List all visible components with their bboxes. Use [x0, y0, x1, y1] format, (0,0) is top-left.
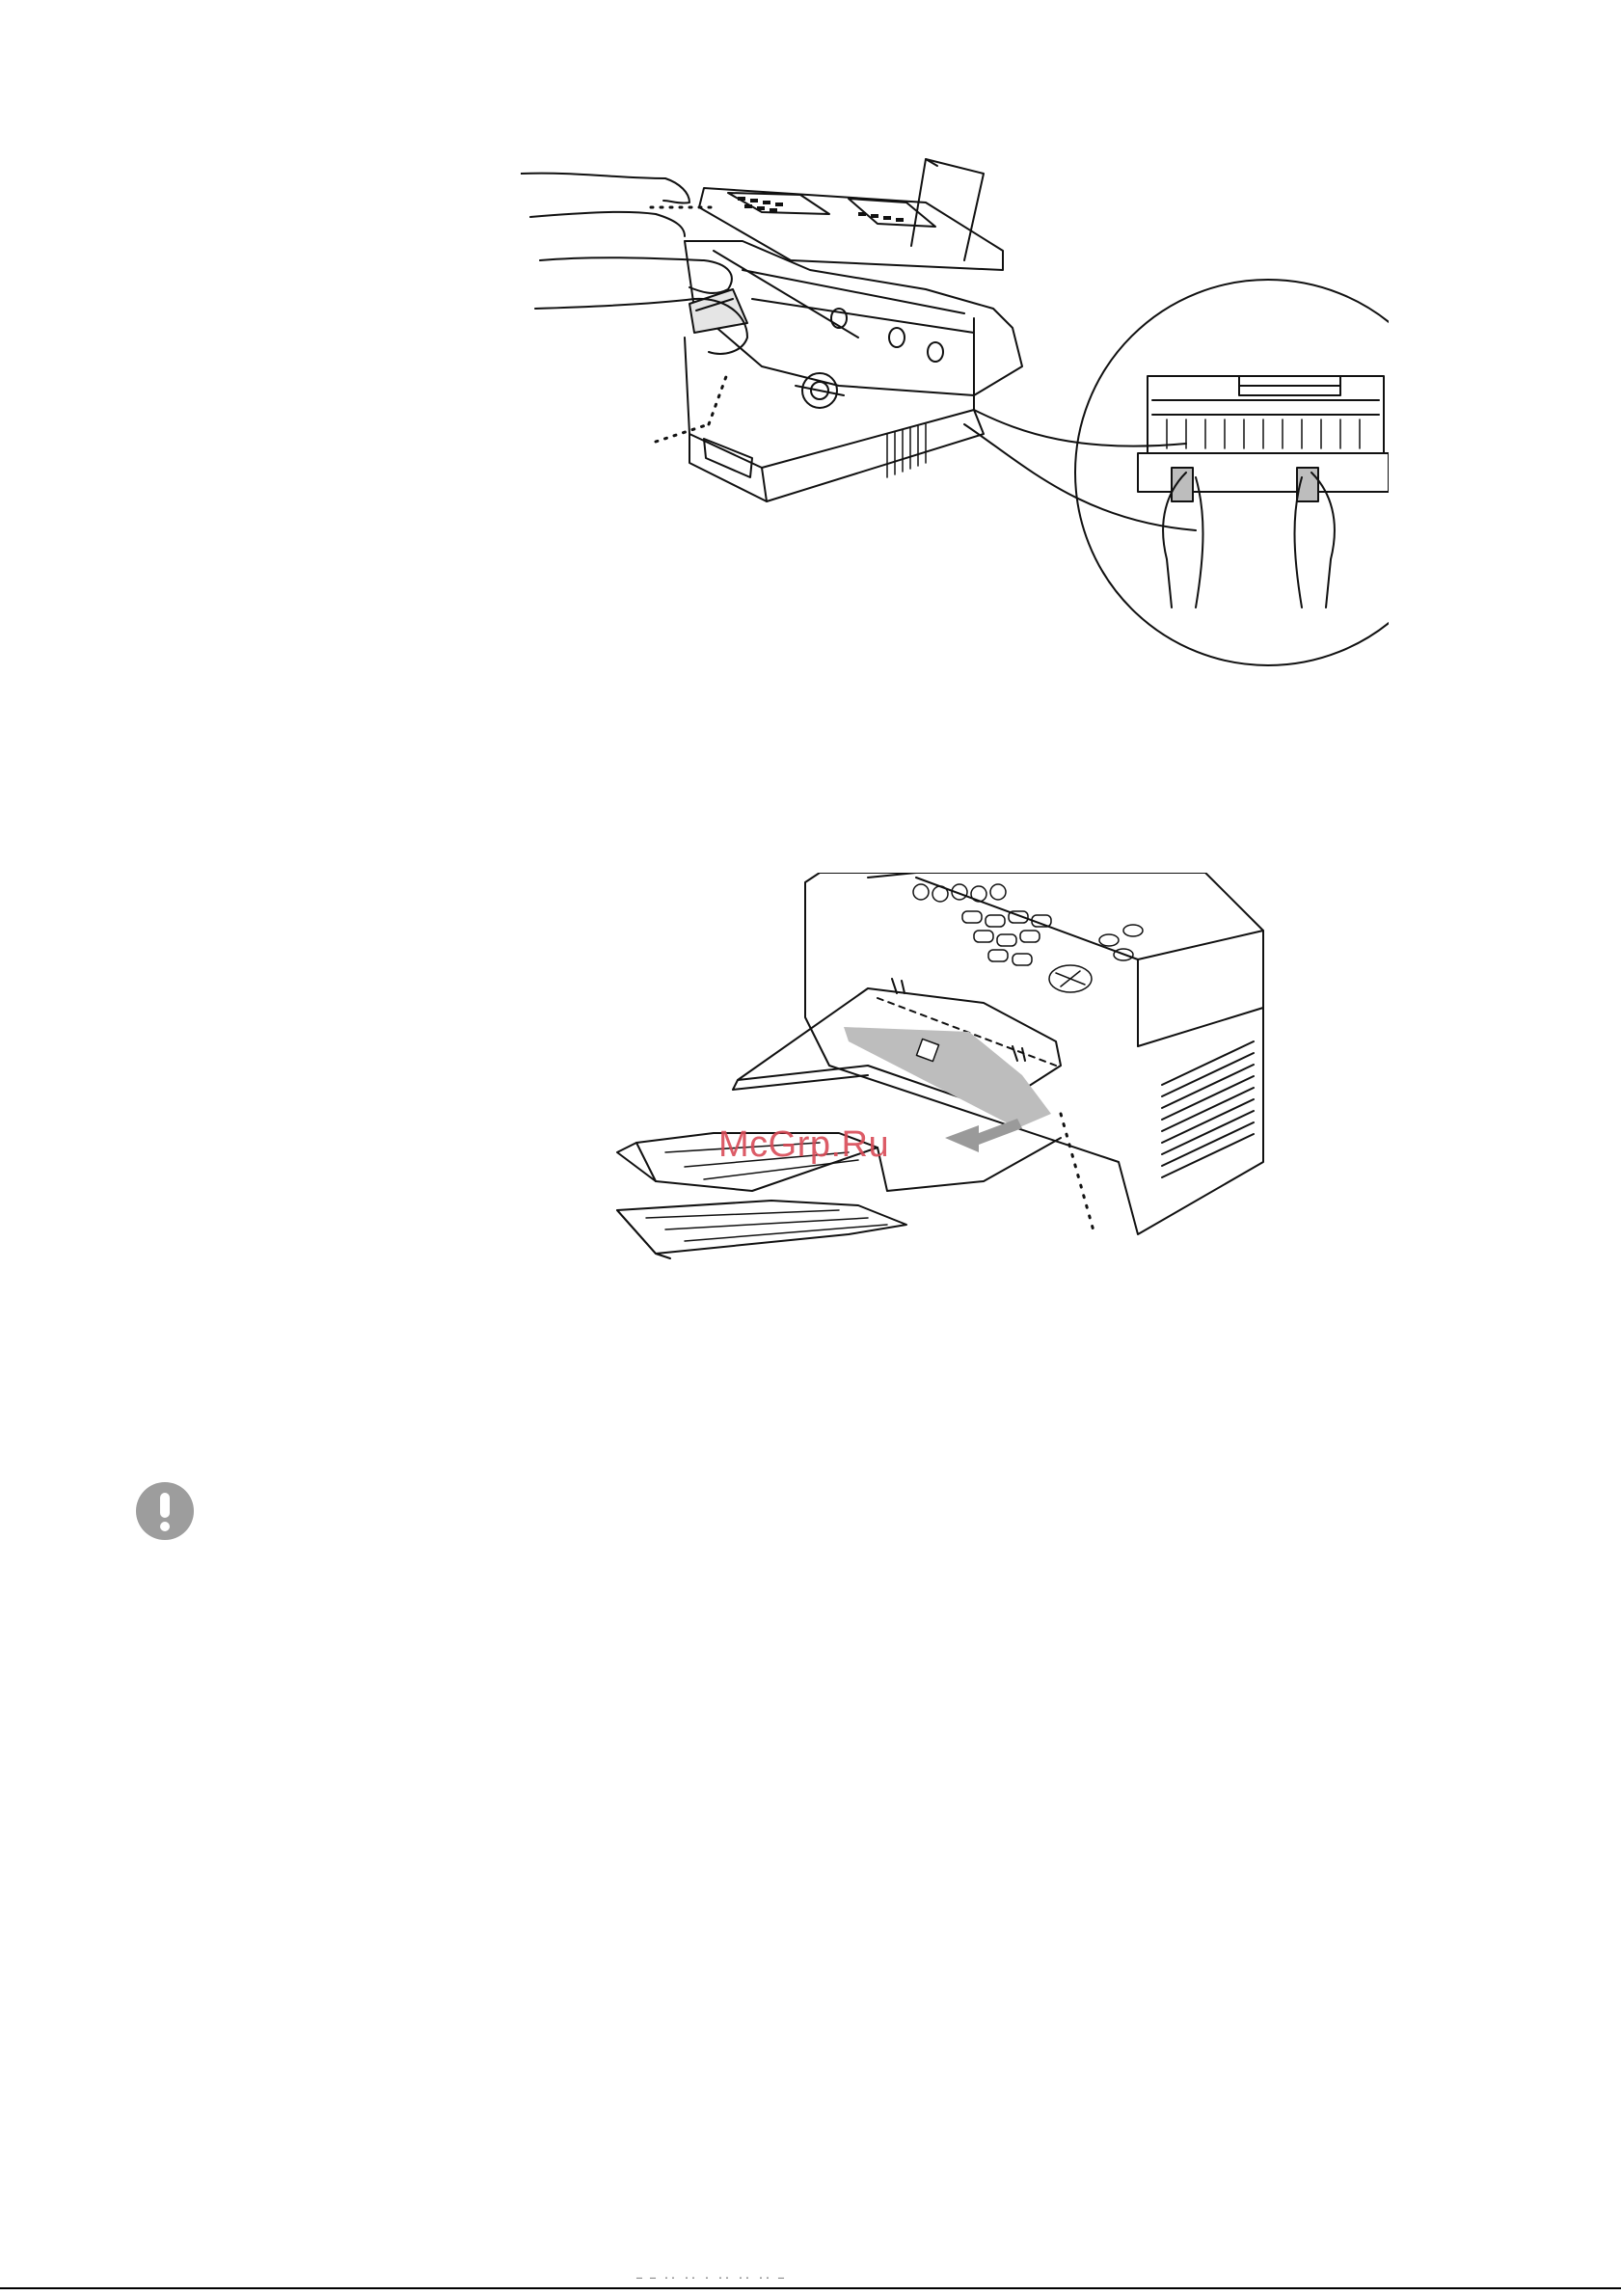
watermark-text: McGrp.Ru [718, 1124, 889, 1166]
fax-open-cover-illustration [521, 145, 1389, 685]
hand-upper-left [521, 174, 689, 203]
fax-output-tray-illustration [598, 873, 1369, 1326]
footer-marks: — — ·· ·· · ·· ·· ·· — [636, 2274, 785, 2284]
leader-line-bottom [656, 371, 728, 442]
footer-rule [0, 2287, 1621, 2289]
exclamation-circle-icon [135, 1481, 195, 1541]
